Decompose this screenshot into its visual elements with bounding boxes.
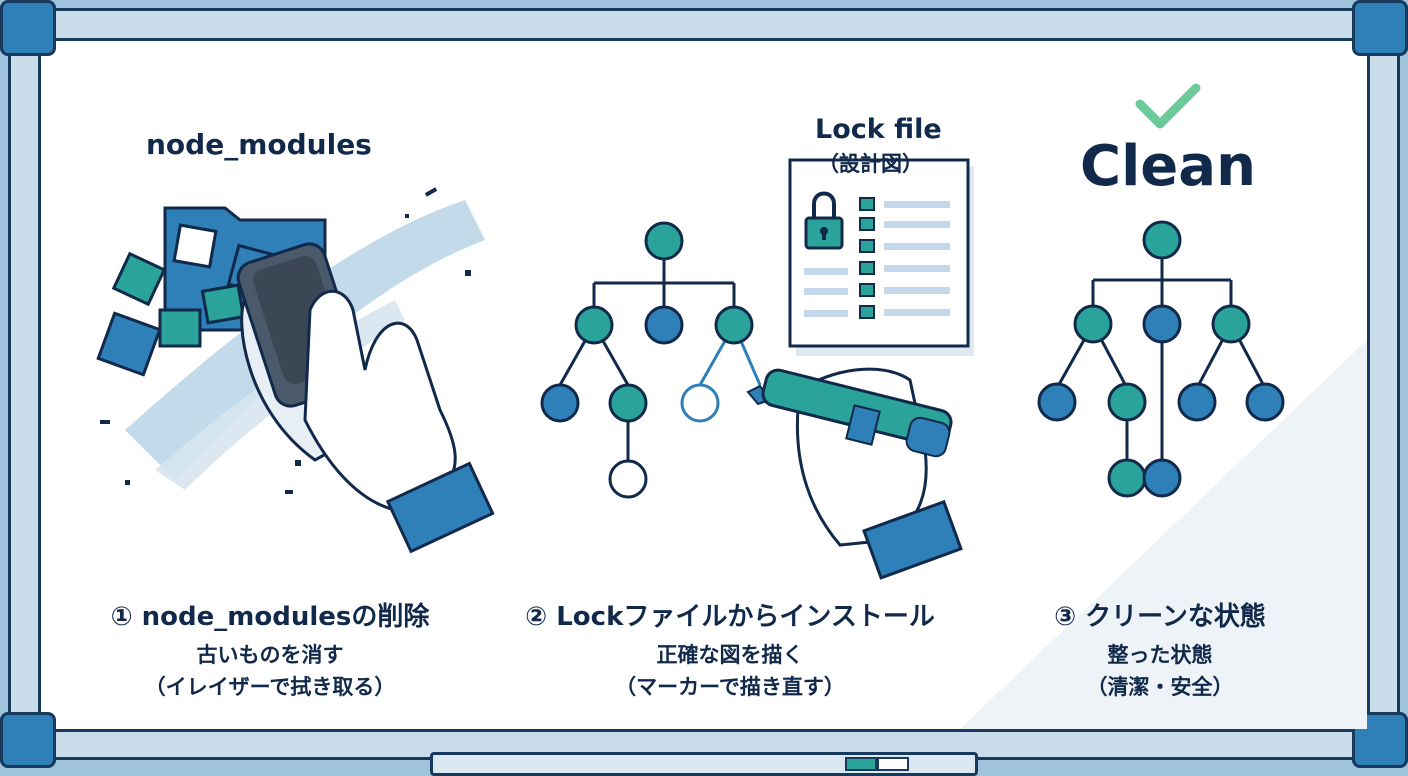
marker-icon: [746, 368, 953, 458]
check-icon: [1135, 83, 1201, 129]
panel3-caption: ③ クリーンな状態 整った状態 （清潔・安全）: [1010, 596, 1310, 703]
tree-node: [1142, 304, 1182, 344]
tree-node: [1211, 304, 1251, 344]
clean-heading: Clean: [1080, 134, 1256, 199]
node-modules-label: node_modules: [146, 128, 372, 161]
tree-node: [644, 305, 684, 345]
tree-node-empty: [608, 459, 648, 499]
panel3-caption-line2: （清潔・安全）: [1086, 675, 1234, 699]
panel2-caption-line1: 正確な図を描く: [656, 643, 804, 667]
hand-icon: [303, 289, 495, 554]
panel2-caption-title: ② Lockファイルからインストール: [525, 602, 935, 632]
lock-icon: [804, 191, 844, 250]
panel1-caption: ① node_modulesの削除 古いものを消す （イレイザーで拭き取る）: [80, 596, 460, 703]
lock-file-title: Lock file: [815, 114, 942, 145]
lock-file-subtitle: （設計図）: [818, 152, 923, 176]
panel2-caption: ② Lockファイルからインストール 正確な図を描く （マーカーで描き直す）: [480, 596, 980, 703]
frame-corner-bottom-left: [0, 712, 56, 768]
debris-dots-icon: [100, 187, 471, 494]
dependency-tree-drawn: [540, 221, 762, 499]
panel1-caption-line1: 古いものを消す: [196, 643, 344, 667]
panel1-caption-title: ① node_modulesの削除: [110, 602, 430, 632]
panel3-caption-title: ③ クリーンな状態: [1054, 602, 1266, 632]
panel1-caption-line2: （イレイザーで拭き取る）: [144, 675, 396, 699]
tree-node: [644, 221, 684, 261]
module-cubes-icon: [96, 223, 280, 377]
tree-node-empty: [680, 383, 720, 423]
tree-node: [574, 305, 614, 345]
tree-node: [1107, 382, 1147, 422]
eraser-illustration: [96, 187, 495, 554]
dependency-tree-clean: [1037, 220, 1285, 498]
tree-node: [540, 383, 580, 423]
panel2-caption-line2: （マーカーで描き直す）: [615, 675, 845, 699]
marker-hand-illustration: [746, 367, 963, 580]
tree-node: [1142, 458, 1182, 498]
tree-node: [1142, 220, 1182, 260]
tree-node: [1245, 382, 1285, 422]
lock-file-document: [788, 158, 974, 356]
tree-node: [714, 305, 754, 345]
tree-node: [1073, 304, 1113, 344]
tree-node: [1037, 382, 1077, 422]
tree-node: [1107, 458, 1147, 498]
checklist-icon: [859, 197, 875, 319]
tree-node: [1177, 382, 1217, 422]
tree-node: [608, 383, 648, 423]
panel3-caption-line1: 整った状態: [1107, 643, 1213, 667]
frame-corner-top-right: [1352, 0, 1408, 56]
frame-corner-top-left: [0, 0, 56, 56]
